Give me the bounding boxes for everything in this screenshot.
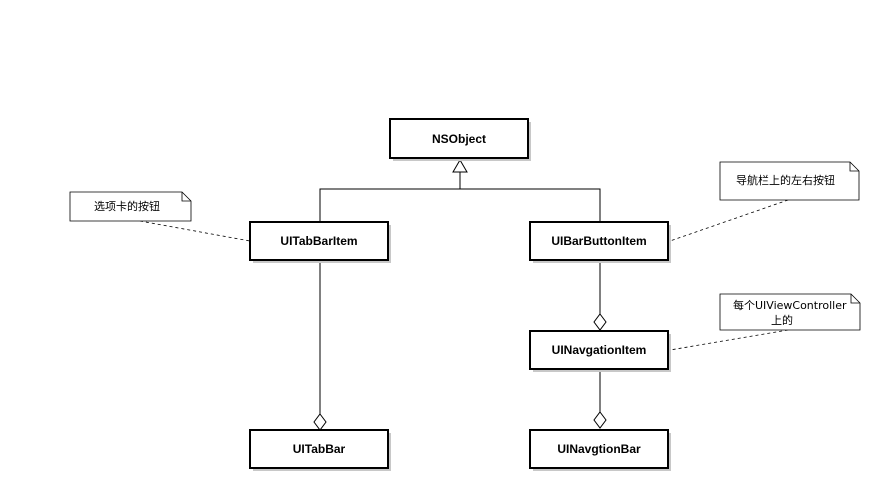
note-nav-buttons-text: 导航栏上的左右按钮 bbox=[736, 173, 835, 187]
note-anchor-vc bbox=[669, 329, 789, 351]
class-uibarbuttonitem[interactable]: UIBarButtonItem bbox=[529, 221, 671, 263]
note-anchor-tab bbox=[139, 220, 251, 242]
inheritance-line-uitabbaritem bbox=[319, 188, 601, 222]
class-uitabbar[interactable]: UITabBar bbox=[249, 429, 391, 471]
note-tab-button[interactable]: 选项卡的按钮 bbox=[69, 191, 192, 222]
class-uinavigationitem[interactable]: UINavgationItem bbox=[529, 330, 671, 372]
class-uitabbaritem[interactable]: UITabBarItem bbox=[249, 221, 391, 263]
class-nsobject[interactable]: NSObject bbox=[389, 118, 531, 161]
aggregation-diamond-navitem bbox=[593, 313, 607, 331]
class-uitabbar-label: UITabBar bbox=[293, 442, 346, 456]
note-tab-button-text: 选项卡的按钮 bbox=[94, 199, 160, 213]
note-viewcontroller[interactable]: 每个UIViewController 上的 bbox=[719, 293, 861, 331]
class-uinavigationbar[interactable]: UINavgtionBar bbox=[529, 429, 671, 471]
inheritance-connectors bbox=[319, 172, 601, 222]
note-nav-buttons[interactable]: 导航栏上的左右按钮 bbox=[719, 161, 860, 201]
aggregation-connectors bbox=[319, 261, 601, 414]
class-uinavigationbar-label: UINavgtionBar bbox=[557, 442, 641, 456]
class-uitabbaritem-label: UITabBarItem bbox=[280, 234, 357, 248]
class-uinavigationitem-label: UINavgationItem bbox=[552, 343, 647, 357]
note-anchors bbox=[139, 199, 789, 351]
note-anchor-nav bbox=[669, 199, 789, 242]
inheritance-arrow-head bbox=[452, 159, 468, 173]
note-viewcontroller-line1: 每个UIViewController bbox=[733, 298, 847, 312]
aggregation-diamond-tabbar bbox=[313, 413, 327, 431]
note-viewcontroller-line2: 上的 bbox=[771, 313, 793, 327]
class-nsobject-label: NSObject bbox=[432, 132, 486, 146]
class-uibarbuttonitem-label: UIBarButtonItem bbox=[551, 234, 646, 248]
aggregation-diamond-navbar bbox=[593, 411, 607, 429]
